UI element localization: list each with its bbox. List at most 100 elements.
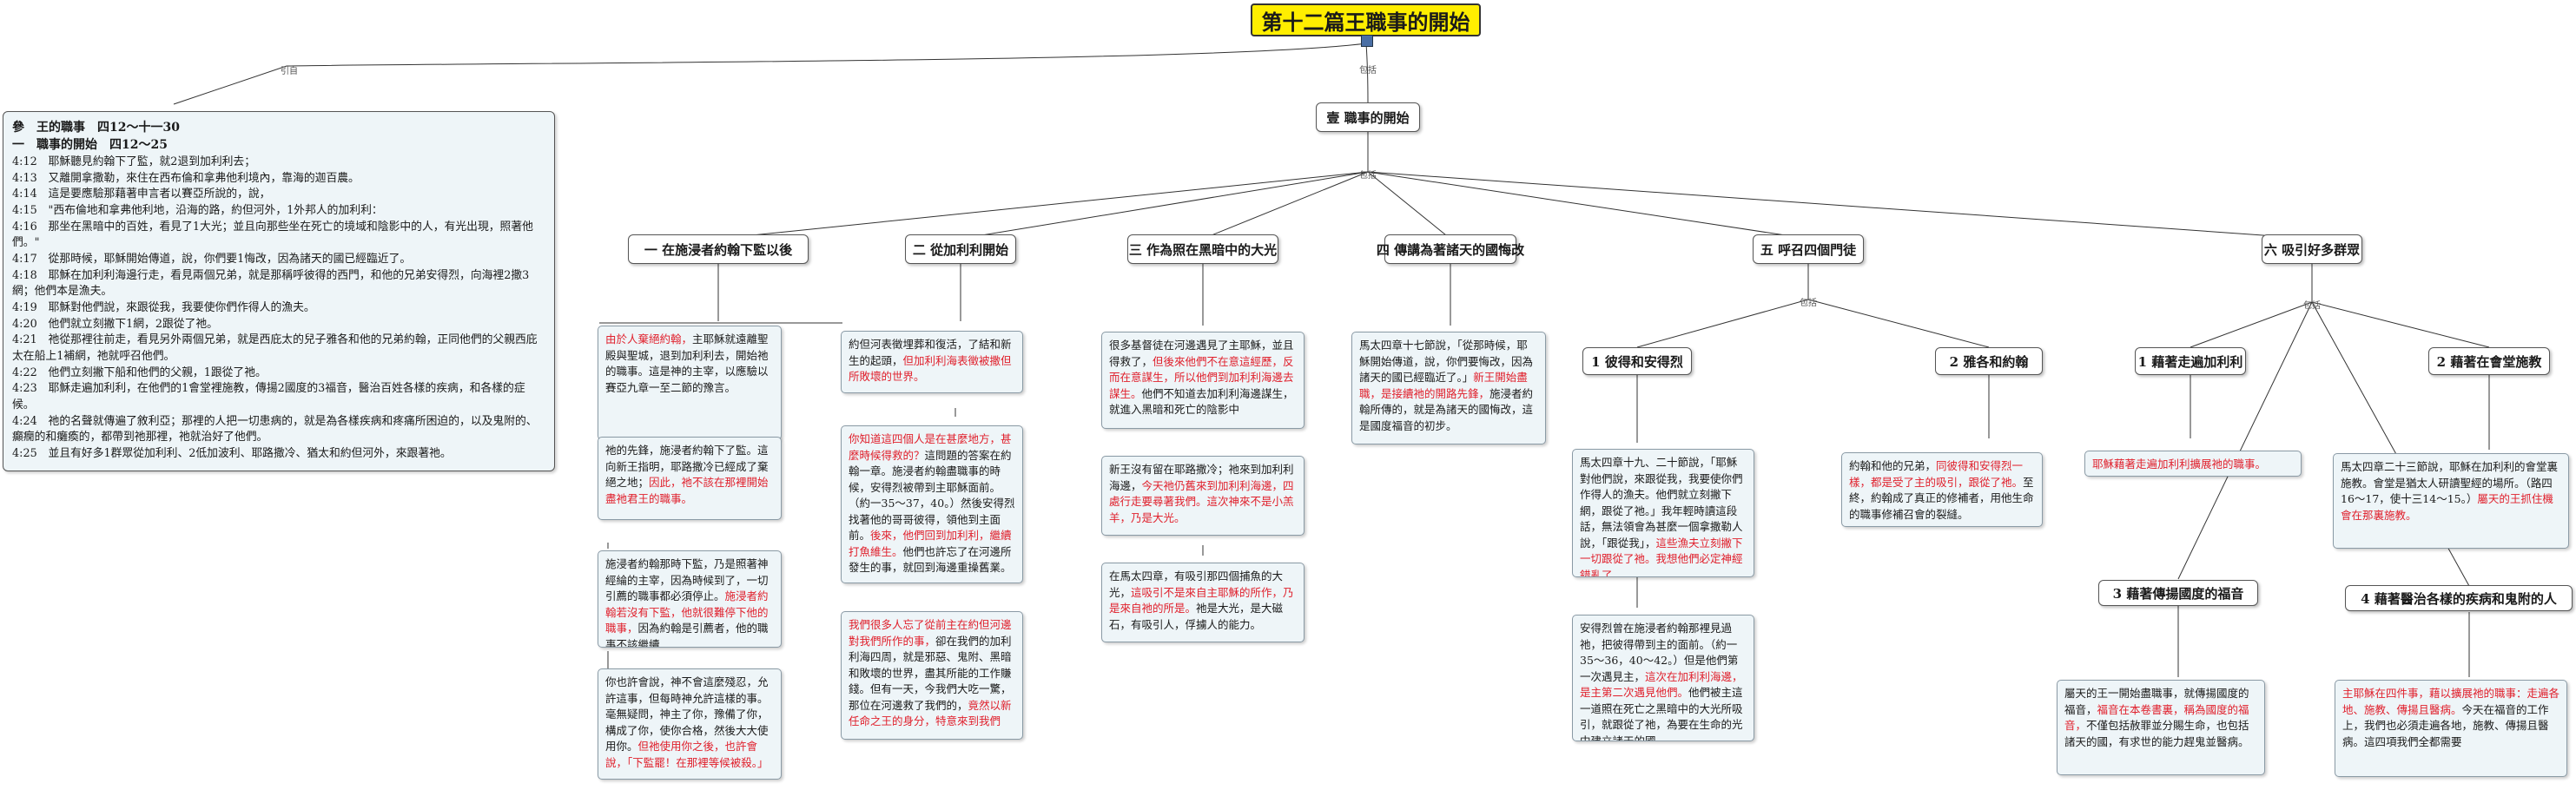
branch-6[interactable]: 六 吸引好多群眾	[2262, 234, 2362, 264]
scripture-heading-2: 一 職事的開始 四12～25	[12, 138, 168, 153]
note-text: 在馬太四章，有吸引那四個捕魚的大光，	[1109, 569, 1284, 599]
note-text: 約但河表徵埋葬和復活，了結和新生的起頭，	[849, 338, 1012, 367]
note-highlight-text: 由於人棄絕約翰，	[605, 332, 693, 346]
note-text: 你也許會說，神不會這麼殘忍，允許這事，但每時神允許這樣的事。毫無疑問，神主了你，…	[605, 675, 769, 753]
scripture-line: 4:19 耶穌對他們說，來跟從我，我要使你們作得人的漁夫。	[12, 300, 315, 314]
collapse-marker-icon[interactable]	[1361, 35, 1373, 47]
note-1c: 施浸者約翰那時下監，乃是照著神經綸的主宰，因為時候到了，一切引薦的職事都必須停止…	[598, 550, 782, 648]
note-text: 很多基督徒在河邊遇見了主耶穌，並且得救了，	[1109, 339, 1294, 368]
note-6a: 耶穌藉著走遍加利利擴展祂的職事。	[2084, 451, 2302, 477]
note-2a: 約但河表徵埋葬和復活，了結和新生的起頭，但加利利海表徵被撒但所敗壞的世界。	[841, 331, 1023, 393]
note-highlight-text: 這吸引不是來自主耶穌的所作，乃是來自祂的所是。	[1109, 585, 1294, 616]
note-text: 施浸者約翰所傳的，就是為諸天的國悔改，這是國度福音的初步。	[1359, 386, 1534, 432]
subtopic-peter-andrew-label: 1 彼得和安得烈	[1591, 353, 1683, 370]
note-highlight-text: 同彼得和安得烈一樣，都是受了主的吸引，跟從了祂。	[1849, 459, 2024, 489]
note-highlight-text: 後來，他們回到加利利，繼續打魚維生。	[849, 529, 1012, 558]
subtopic-synagogue[interactable]: 2 藉著在會堂施教	[2428, 347, 2550, 375]
edge-label-baokuo-branches: 包括	[1359, 171, 1377, 181]
note-highlight-text: 但加利利海表徵被撒但所敗壞的世界。	[849, 353, 1012, 384]
note-5b: 安得烈曾在施浸者約翰那裡見過祂，把彼得帶到主的面前。（約一35～36，40～42…	[1572, 615, 1754, 741]
subtopic-gospel[interactable]: 3 藉著傳揚國度的福音	[2098, 580, 2258, 606]
subtopic-walk-galilee-label: 1 藉著走遍加利利	[2137, 353, 2243, 370]
note-3b: 新王沒有留在耶路撒冷；祂來到加利利海邊，今天祂仍舊來到加利利海邊，四處行走要尋著…	[1101, 456, 1305, 536]
note-6d: 主耶穌在四件事，藉以擴展祂的職事：走遍各地、施教、傳揚且醫病。今天在福音的工作上…	[2335, 680, 2567, 777]
branch-4[interactable]: 四 傳講為著諸天的國悔改	[1377, 234, 1524, 264]
scripture-lines: 4:12 耶穌聽見約翰下了監，就2退到加利利去；4:13 又離開拿撒勒，來住在西…	[12, 155, 545, 463]
note-text: 主耶穌就遠離聖殿與聖城，退到加利利去，開始祂的職事。這是神的主宰，以應驗以賽亞九…	[605, 332, 769, 394]
main-topic[interactable]: 壹 職事的開始	[1316, 102, 1420, 132]
edge-label-yinzi: 引自	[281, 67, 298, 76]
note-text: 他們不知道去加利利海邊謀生，就進入黑暗和死亡的陰影中	[1109, 386, 1294, 417]
note-3a: 很多基督徒在河邊遇見了主耶穌，並且得救了，但後來他們不在意這經歷，反而在意謀生，…	[1101, 332, 1305, 429]
branch-3-label: 三 作為照在黑暗中的大光	[1128, 241, 1278, 258]
note-text: 至終，約翰成了真正的修補者，用他生命的職事修補召會的裂縫。	[1849, 475, 2034, 521]
main-topic-label: 壹 職事的開始	[1326, 109, 1410, 126]
branch-4-label: 四 傳講為著諸天的國悔改	[1376, 241, 1525, 258]
subtopic-peter-andrew[interactable]: 1 彼得和安得烈	[1582, 347, 1692, 375]
note-text: 約翰和他的兄弟，	[1849, 459, 1937, 472]
note-highlight-text: 福音在本卷書裏，稱為國度的福音，	[2064, 702, 2249, 733]
edge-label-baokuo-6: 包括	[2303, 301, 2321, 311]
note-text: 馬太四章十九、二十節說，「耶穌對他們說，來跟從我，我要使你們作得人的漁夫。他們就…	[1580, 456, 1743, 550]
scripture-line: 4:16 那坐在黑暗中的百姓，看見了1大光；並且向那些坐在死亡的境域和陰影中的人…	[12, 220, 533, 250]
subtopic-walk-galilee[interactable]: 1 藉著走遍加利利	[2135, 347, 2246, 375]
subtopic-james-john[interactable]: 2 雅各和約翰	[1935, 347, 2043, 375]
branch-5-label: 五 呼召四個門徒	[1760, 241, 1857, 258]
note-5c: 約翰和他的兄弟，同彼得和安得烈一樣，都是受了主的吸引，跟從了祂。至終，約翰成了真…	[1841, 452, 2043, 527]
note-text: 今天在福音的工作上，我們也必須走遍各地，施教、傳揚且醫病。這四項我們全都需要	[2342, 702, 2549, 748]
note-2b: 你知道這四個人是在甚麼地方，甚麼時候得救的？這問題的答案在約翰一章。施浸者約翰盡…	[841, 425, 1023, 583]
branch-3[interactable]: 三 作為照在黑暗中的大光	[1127, 234, 1278, 264]
root-title[interactable]: 第十二篇王職事的開始	[1251, 3, 1481, 36]
note-text: 安得烈曾在施浸者約翰那裡見過祂，把彼得帶到主的面前。（約一35～36，40～42…	[1580, 622, 1739, 683]
scripture-line: 4:25 並且有好多1群眾從加利利、2低加波利、耶路撒冷、猶太和約但河外，來跟著…	[12, 446, 452, 460]
note-text: 馬太四章二十三節說，耶穌在加利利的會堂裏施教。會堂是猶太人研讀聖經的場所。（路四…	[2341, 460, 2559, 505]
scripture-card: 參 王的職事 四12～十一30 一 職事的開始 四12～25 4:12 耶穌聽見…	[3, 111, 555, 471]
branch-2-label: 二 從加利利開始	[912, 241, 1009, 258]
note-text: 他們被主這一道照在死亡之黑暗中的大光所吸引，就跟從了祂，為要在生命的光中建立諸天…	[1580, 686, 1743, 741]
note-text: 祂的先鋒，施浸者約翰下了監。這向新王指明，耶路撒冷已經成了棄絕之地；	[605, 444, 769, 489]
subtopic-james-john-label: 2 雅各和約翰	[1949, 353, 2029, 370]
note-text: 新王沒有留在耶路撒冷；祂來到加利利海邊，	[1109, 463, 1294, 492]
note-3c: 在馬太四章，有吸引那四個捕魚的大光，這吸引不是來自主耶穌的所作，乃是來自祂的所是…	[1101, 563, 1305, 642]
note-text: 馬太四章十七節說，「從那時候，耶穌開始傳道，說，你們要悔改，因為諸天的國已經臨近…	[1359, 339, 1534, 384]
edge-label-baokuo-main: 包括	[1359, 66, 1377, 76]
note-1d: 你也許會說，神不會這麼殘忍，允許這事，但每時神允許這樣的事。毫無疑問，神主了你，…	[598, 668, 782, 780]
subtopic-synagogue-label: 2 藉著在會堂施教	[2436, 353, 2542, 370]
branch-1[interactable]: 一 在施浸者約翰下監以後	[628, 234, 809, 264]
note-text: 不僅包括赦罪並分賜生命，也包括諸天的國，有求世的能力趕鬼並醫病。	[2064, 719, 2249, 748]
scripture-line: 4:23 耶穌走遍加利利，在他們的1會堂裡施教，傳揚2國度的3福音，醫治百姓各樣…	[12, 382, 525, 411]
subtopic-healing[interactable]: 4 藉著醫治各樣的疾病和鬼附的人	[2345, 585, 2573, 611]
note-highlight-text: 主耶穌在四件事，藉以擴展祂的職事：走遍各地、施教、傳揚且醫病。	[2342, 687, 2560, 716]
root-title-text: 第十二篇王職事的開始	[1261, 9, 1470, 35]
note-highlight-text: 這些漁夫立刻撇下一切跟從了祂。我想他們必定神經錯亂了。	[1580, 536, 1743, 577]
scripture-line: 4:21 祂從那裡往前走，看見另外兩個兄弟，就是西庇太的兒子雅各和他的兄弟約翰，…	[12, 333, 538, 363]
scripture-line: 4:14 這是要應驗那藉著申言者以賽亞所說的，說，	[12, 188, 271, 201]
note-text: 因為約翰是引薦者，他的職事不該繼續	[605, 622, 769, 648]
note-highlight-text: 新王開始盡職，是接續祂的開路先鋒，	[1359, 371, 1528, 400]
note-highlight-text: 施浸者約翰若沒有下監，他就很難停下他的職事，	[605, 589, 769, 635]
note-highlight-text: 因此，祂不該在那裡開始盡祂君王的職事。	[605, 476, 769, 505]
scripture-line: 4:12 耶穌聽見約翰下了監，就2退到加利利去；	[12, 155, 256, 168]
subtopic-gospel-label: 3 藉著傳揚國度的福音	[2112, 585, 2244, 602]
scripture-heading-1: 參 王的職事 四12～十一30	[12, 121, 180, 135]
note-1b: 祂的先鋒，施浸者約翰下了監。這向新王指明，耶路撒冷已經成了棄絕之地；因此，祂不該…	[598, 437, 782, 520]
scripture-line: 4:22 他們立刻撇下船和他們的父親，1跟從了祂。	[12, 365, 267, 379]
branch-5[interactable]: 五 呼召四個門徒	[1753, 234, 1864, 264]
note-text: 屬天的王一開始盡職事，就傳揚國度的福音，	[2064, 687, 2249, 716]
branch-2[interactable]: 二 從加利利開始	[905, 234, 1016, 264]
edge-label-baokuo-5: 包括	[1800, 299, 1817, 308]
note-highlight-text: 這次在加利利海邊，是主第二次遇見他們。	[1580, 669, 1743, 700]
note-highlight-text: 我們很多人忘了從前主在約但河邊對我們所作的事，	[849, 618, 1012, 648]
note-highlight-text: 你知道這四個人是在甚麼地方，甚麼時候得救的？	[849, 432, 1012, 462]
note-text: 這問題的答案在約翰一章。施浸者約翰盡職事的時候，安得烈被帶到主耶穌面前。（約一3…	[849, 448, 1015, 543]
subtopic-healing-label: 4 藉著醫治各樣的疾病和鬼附的人	[2361, 590, 2557, 607]
note-text: 施浸者約翰那時下監，乃是照著神經綸的主宰，因為時候到了，一切引薦的職事都必須停止…	[605, 557, 769, 602]
branch-6-label: 六 吸引好多群眾	[2263, 241, 2361, 258]
scripture-line: 4:24 祂的名聲就傳遍了敘利亞；那裡的人把一切患病的，就是為各樣疾病和疼痛所困…	[12, 414, 538, 444]
scripture-line: 4:18 耶穌在加利利海邊行走，看見兩個兄弟，就是那稱呼彼得的西門，和他的兄弟安…	[12, 268, 530, 299]
scripture-line: 4:15 "西布倫地和拿弗他利地，沿海的路，約但河外，1外邦人的加利利：	[12, 203, 383, 217]
note-text: 他們也許忘了在河邊所發生的事，就回到海邊重操舊業。	[849, 544, 1012, 575]
note-highlight-text: 但後來他們不在意這經歷，反而在意謀生，所以他們到加利利海邊去謀生。	[1109, 354, 1294, 400]
scripture-line: 4:17 從那時候，耶穌開始傳道，說，你們要1悔改，因為諸天的國已經臨近了。	[12, 252, 412, 266]
note-text: 卻在我們的加利利海四周，就是邪惡、鬼附、黑暗和敗壞的世界，盡其所能的工作賺錢。但…	[849, 634, 1012, 712]
